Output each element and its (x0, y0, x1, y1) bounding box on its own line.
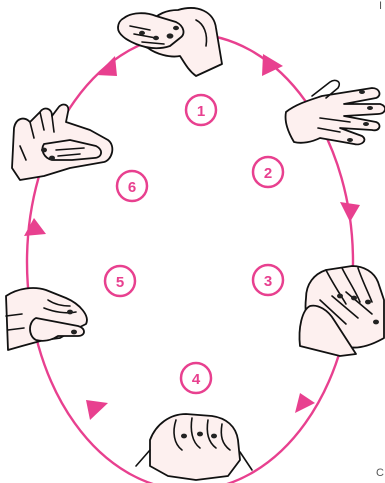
step-badge-1: 1 (186, 95, 216, 125)
hand-rub-step-3-icon (299, 266, 384, 356)
step-number-4: 4 (192, 371, 201, 388)
hand-rub-step-2-icon (285, 80, 385, 144)
cycle-arrow-3 (295, 393, 315, 413)
step-number-6: 6 (128, 179, 136, 196)
hand-rub-step-4-icon (136, 414, 252, 480)
cycle-arrow-5 (24, 218, 46, 236)
edge-mark-bottom-right: C (376, 467, 384, 479)
step-badge-5: 5 (105, 266, 135, 296)
hand-rub-step-1-icon (118, 8, 222, 76)
step-badge-2: 2 (253, 157, 283, 187)
cycle-arrow-4 (86, 400, 108, 420)
step-badge-6: 6 (117, 171, 147, 201)
step-number-2: 2 (264, 165, 272, 182)
cycle-arrow-6 (96, 56, 117, 76)
step-badge-4: 4 (181, 363, 211, 393)
cycle-arrow-2 (340, 202, 360, 222)
step-number-1: 1 (197, 103, 205, 120)
step-number-3: 3 (264, 273, 272, 290)
step-badge-3: 3 (253, 265, 283, 295)
hand-rub-step-6-icon (12, 105, 112, 180)
step-number-5: 5 (116, 274, 124, 291)
hand-rub-step-5-icon (6, 288, 87, 350)
edge-mark-top-right: I (379, 0, 382, 12)
